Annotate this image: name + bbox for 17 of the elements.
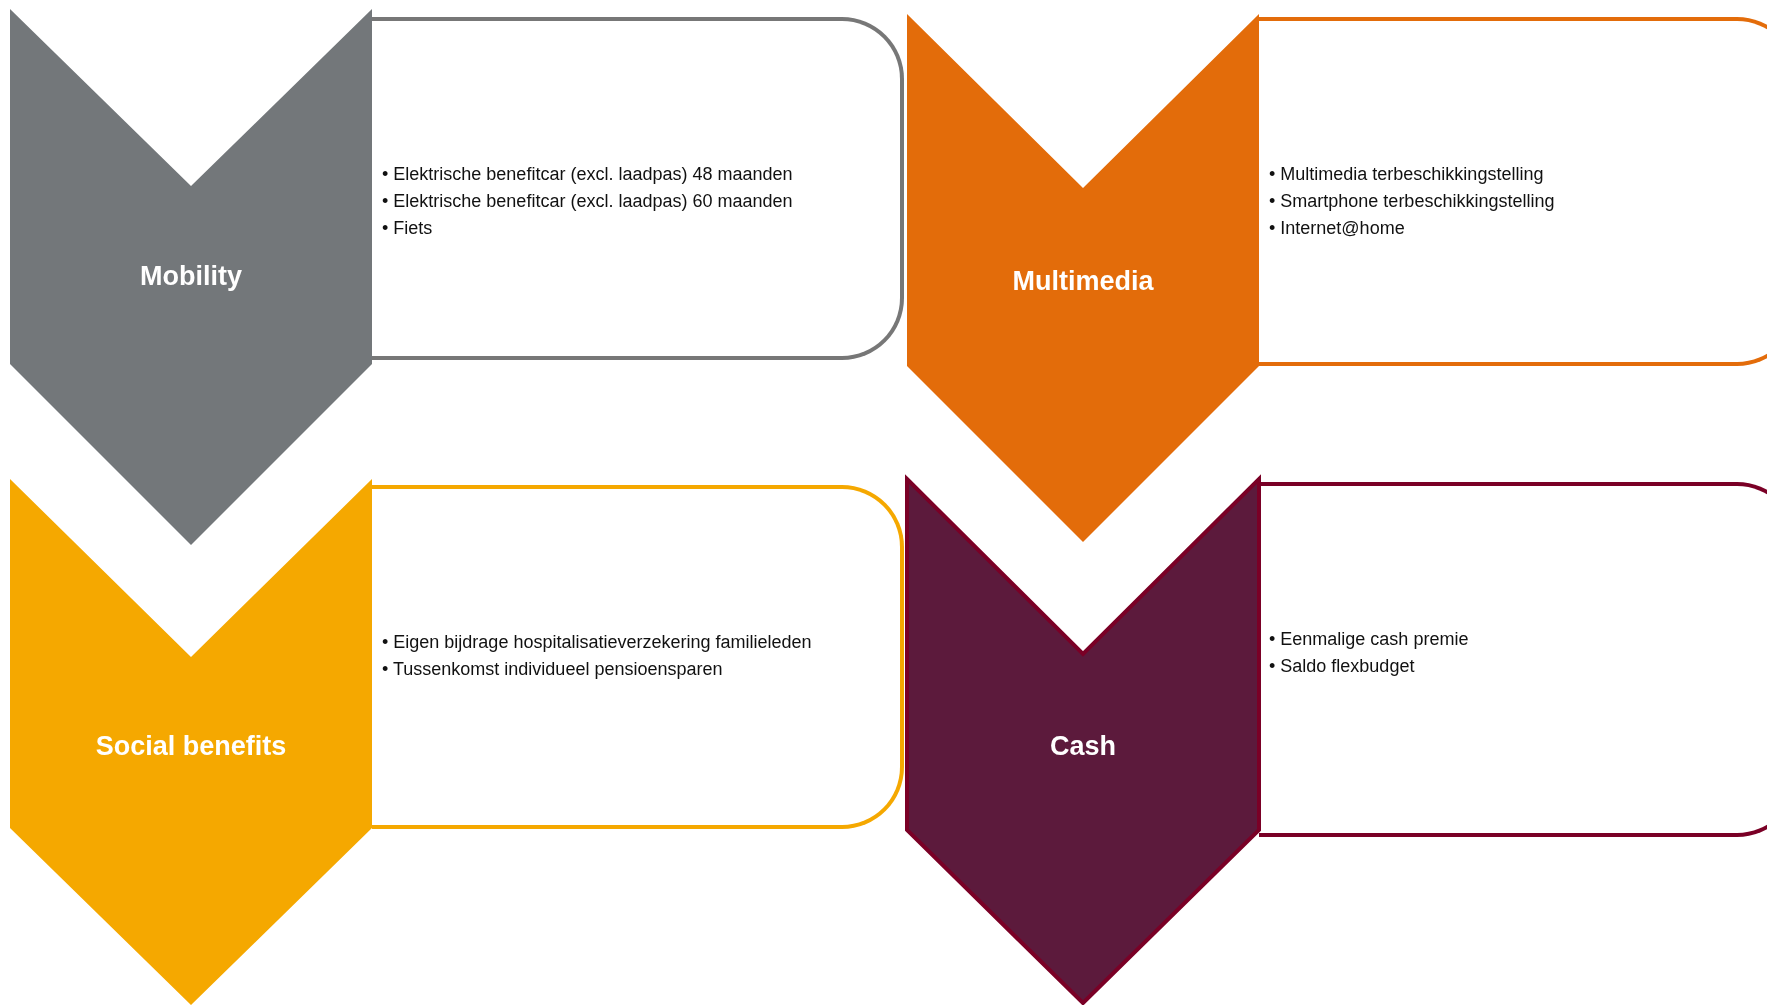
category-title: Cash <box>1050 731 1116 762</box>
rounded-panel <box>1259 17 1767 366</box>
bullet-item: • Smartphone terbeschikkingstelling <box>1269 190 1556 213</box>
bullet-item: • Elektrische benefitcar (excl. laadpas) 60 maanden <box>382 190 794 213</box>
category-title: Social benefits <box>95 731 287 762</box>
bullet-item: • Saldo flexbudget <box>1269 655 1416 678</box>
bullet-item: • Elektrische benefitcar (excl. laadpas) 48 maanden <box>382 163 794 186</box>
rounded-panel <box>1259 482 1767 837</box>
category-title: Mobility <box>140 261 242 292</box>
bullet-item: • Tussenkomst individueel pensioensparen <box>382 658 724 681</box>
bullet-item: • Eenmalige cash premie <box>1269 628 1470 651</box>
bullet-item: • Multimedia terbeschikkingstelling <box>1269 163 1545 186</box>
category-title: Multimedia <box>1012 266 1154 297</box>
bullet-item: • Fiets <box>382 217 434 240</box>
bullet-item: • Internet@home <box>1269 217 1406 240</box>
rounded-panel <box>372 17 904 360</box>
bullet-item: • Eigen bijdrage hospitalisatieverzekering familieleden <box>382 631 813 654</box>
